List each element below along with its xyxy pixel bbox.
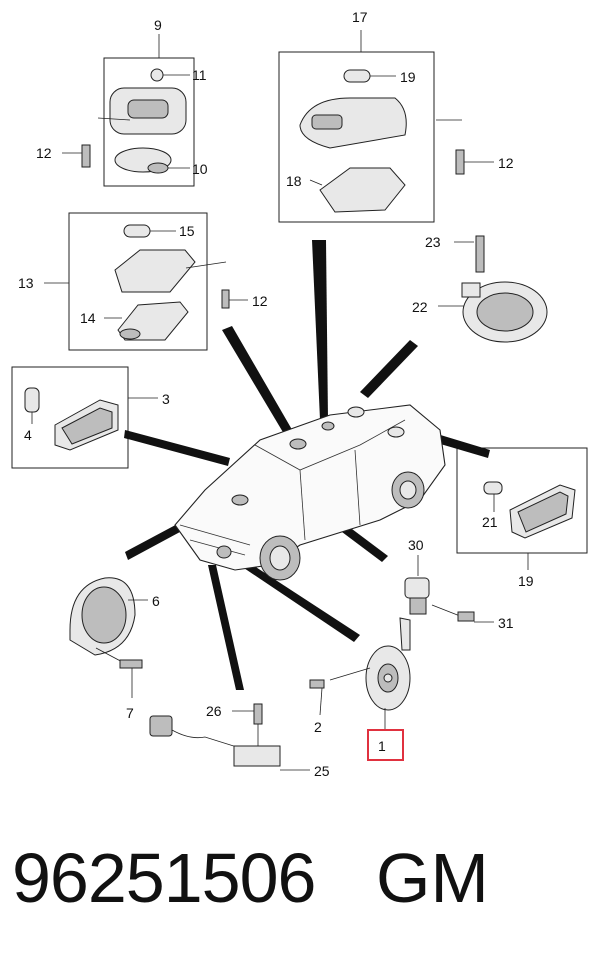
module-group — [149, 703, 310, 771]
footer: 96251506 GM — [0, 828, 600, 938]
callout-23: 22 — [412, 299, 428, 315]
sedan-car — [174, 404, 446, 581]
callout-21: 19 — [518, 573, 534, 589]
callout-18: 18 — [286, 173, 302, 189]
parts-diagram: 9 11 10 12 17 19 18 12 15 13 14 12 — [11, 9, 588, 779]
leader-beams — [124, 240, 490, 690]
callout-3: 3 — [162, 391, 170, 407]
callout-10: 10 — [192, 161, 208, 177]
callout-7: 7 — [126, 705, 134, 721]
lamp-group-3 — [11, 366, 158, 469]
dome-lamp-group-17 — [278, 30, 494, 223]
lamp-group-21 — [456, 447, 588, 570]
callout-6: 6 — [152, 593, 160, 609]
callout-1: 1 — [378, 738, 386, 754]
callout-15: 15 — [179, 223, 195, 239]
callout-26: 26 — [206, 703, 222, 719]
brand: GM — [376, 839, 489, 917]
callout-14: 14 — [80, 310, 96, 326]
callout-25: 25 — [314, 763, 330, 779]
callout-4: 4 — [24, 427, 32, 443]
front-speaker-group — [69, 577, 148, 698]
callout-13: 13 — [18, 275, 34, 291]
part-number: 96251506 — [12, 839, 316, 917]
callout-9: 9 — [154, 17, 162, 33]
callout-12-a: 12 — [36, 145, 52, 161]
rear-speaker-group — [438, 235, 548, 343]
dome-lamp-group-9 — [62, 34, 195, 187]
sensor-group — [404, 555, 494, 623]
callout-2: 2 — [314, 719, 322, 735]
callout-12-b: 12 — [498, 155, 514, 171]
horn-group — [309, 617, 411, 730]
callout-11: 11 — [192, 67, 207, 83]
callout-30: 30 — [408, 537, 424, 553]
callout-12-c: 12 — [252, 293, 268, 309]
callout-31: 31 — [498, 615, 514, 631]
callout-17: 17 — [352, 9, 368, 25]
callout-22: 21 — [482, 514, 498, 530]
highlight-box — [367, 729, 404, 761]
callout-19: 19 — [400, 69, 416, 85]
map-lamp-group-13 — [44, 212, 248, 351]
callout-24: 23 — [425, 234, 441, 250]
